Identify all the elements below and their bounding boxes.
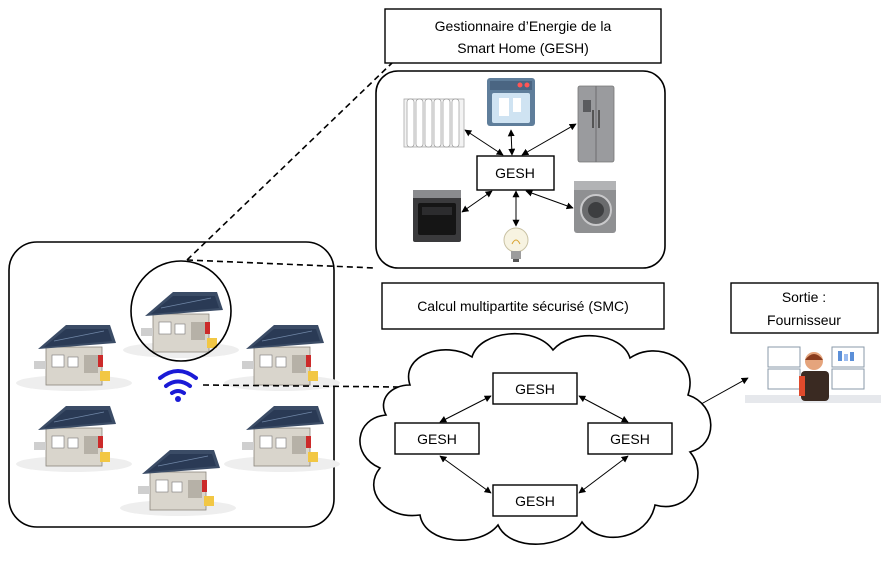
smc-label-box xyxy=(381,282,665,330)
wifi-icon xyxy=(158,369,198,402)
selected-house-circle xyxy=(130,260,232,362)
center-gesh-label: GESH xyxy=(495,165,535,181)
smc-label: Calcul multipartite sécurisé (SMC) xyxy=(417,298,629,314)
washing-machine-icon xyxy=(574,181,616,233)
output-line2: Fournisseur xyxy=(767,312,841,328)
ring-gesh-label-right: GESH xyxy=(610,431,650,447)
light-bulb-icon xyxy=(503,227,529,262)
output-box xyxy=(730,282,879,334)
ring-gesh-node-right xyxy=(587,422,673,455)
gesh-title-box xyxy=(384,8,662,64)
gesh-title-line2: Smart Home (GESH) xyxy=(457,40,588,56)
gesh-title-line1: Gestionnaire d’Energie de la xyxy=(435,18,612,34)
ring-gesh-label-top: GESH xyxy=(515,381,555,397)
ring-gesh-label-left: GESH xyxy=(417,431,457,447)
supplier-operator-icon xyxy=(745,346,881,403)
appliance-links xyxy=(461,123,577,227)
dishwasher-icon xyxy=(487,78,535,126)
output-line1: Sortie : xyxy=(782,289,826,305)
center-gesh-node xyxy=(476,155,555,191)
cloud-output-link xyxy=(693,377,749,409)
oven-icon xyxy=(413,190,461,242)
ring-links xyxy=(439,395,629,494)
ring-gesh-node-bottom xyxy=(492,484,578,517)
ring-gesh-label-bottom: GESH xyxy=(515,493,555,509)
radiator-icon xyxy=(403,98,465,148)
fridge-icon xyxy=(577,85,615,163)
zoom-lines xyxy=(186,62,401,388)
ring-gesh-node-top xyxy=(492,372,578,405)
ring-gesh-node-left xyxy=(394,422,480,455)
